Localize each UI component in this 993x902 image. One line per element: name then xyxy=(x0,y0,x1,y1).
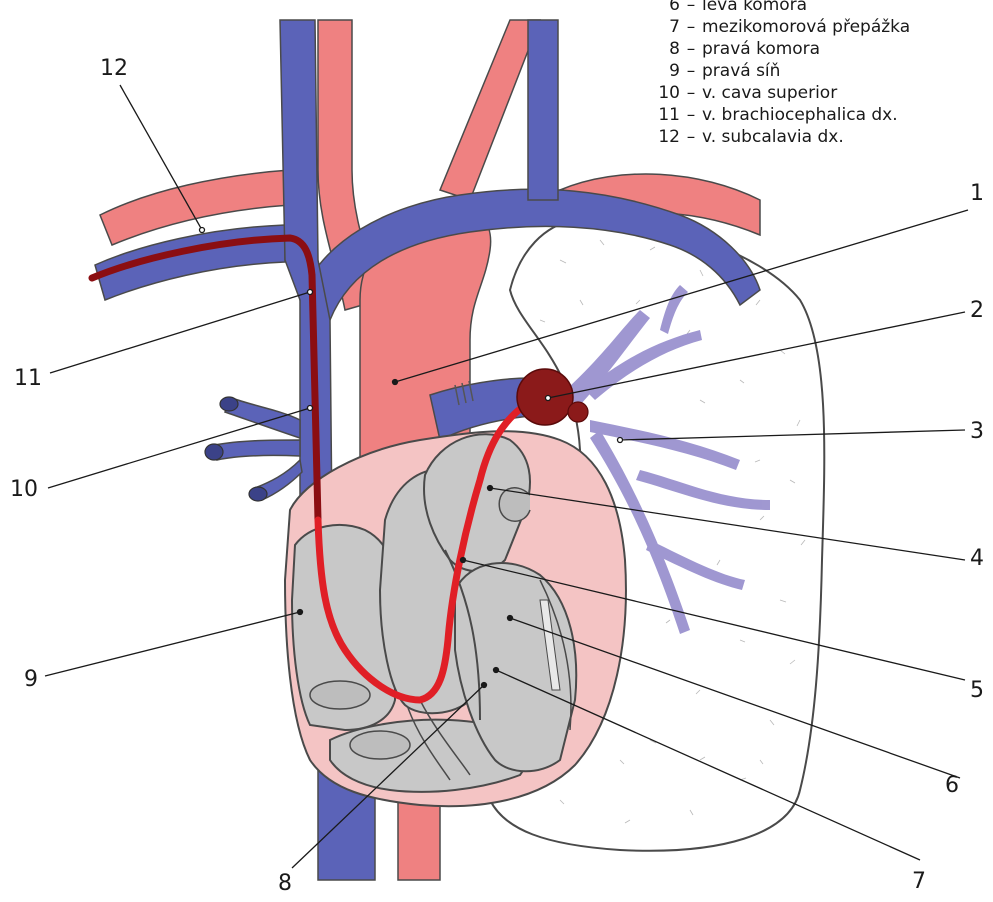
legend-dash: – xyxy=(680,104,702,126)
legend-dash: – xyxy=(680,82,702,104)
legend-dash: – xyxy=(680,38,702,60)
legend-dash: – xyxy=(680,0,702,16)
legend-text: pravá síň xyxy=(702,60,780,82)
legend-dash: – xyxy=(680,60,702,82)
legend-text: mezikomorová přepážka xyxy=(702,16,910,38)
legend-row: 7 – mezikomorová přepážka xyxy=(640,16,990,38)
callout-3: 3 xyxy=(970,419,984,444)
callout-9: 9 xyxy=(24,667,38,692)
legend-number: 9 xyxy=(640,60,680,82)
callout-7: 7 xyxy=(912,869,926,894)
callout-12: 12 xyxy=(100,56,128,81)
callout-11: 11 xyxy=(14,366,42,391)
legend-text: v. brachiocephalica dx. xyxy=(702,104,898,126)
legend-row: 8 – pravá komora xyxy=(640,38,990,60)
legend-number: 10 xyxy=(640,82,680,104)
legend-row: 12 – v. subcalavia dx. xyxy=(640,126,990,148)
callout-10: 10 xyxy=(10,477,38,502)
legend-number: 6 xyxy=(640,0,680,16)
legend-row: 6 – levá komora xyxy=(640,0,990,16)
legend-number: 12 xyxy=(640,126,680,148)
legend-number: 8 xyxy=(640,38,680,60)
legend-row: 9 – pravá síň xyxy=(640,60,990,82)
callout-1: 1 xyxy=(970,181,984,206)
legend-dash: – xyxy=(680,16,702,38)
callout-8: 8 xyxy=(278,871,292,896)
legend-dash: – xyxy=(680,126,702,148)
legend: 6 – levá komora 7 – mezikomorová přepážk… xyxy=(640,0,990,148)
legend-number: 7 xyxy=(640,16,680,38)
heart xyxy=(285,431,626,806)
legend-text: pravá komora xyxy=(702,38,820,60)
legend-text: levá komora xyxy=(702,0,807,16)
legend-row: 10 – v. cava superior xyxy=(640,82,990,104)
callout-2: 2 xyxy=(970,298,984,323)
legend-number: 11 xyxy=(640,104,680,126)
callout-6: 6 xyxy=(945,773,959,798)
callout-4: 4 xyxy=(970,546,984,571)
legend-text: v. cava superior xyxy=(702,82,837,104)
legend-row: 11 – v. brachiocephalica dx. xyxy=(640,104,990,126)
callout-5: 5 xyxy=(970,678,984,703)
legend-text: v. subcalavia dx. xyxy=(702,126,844,148)
